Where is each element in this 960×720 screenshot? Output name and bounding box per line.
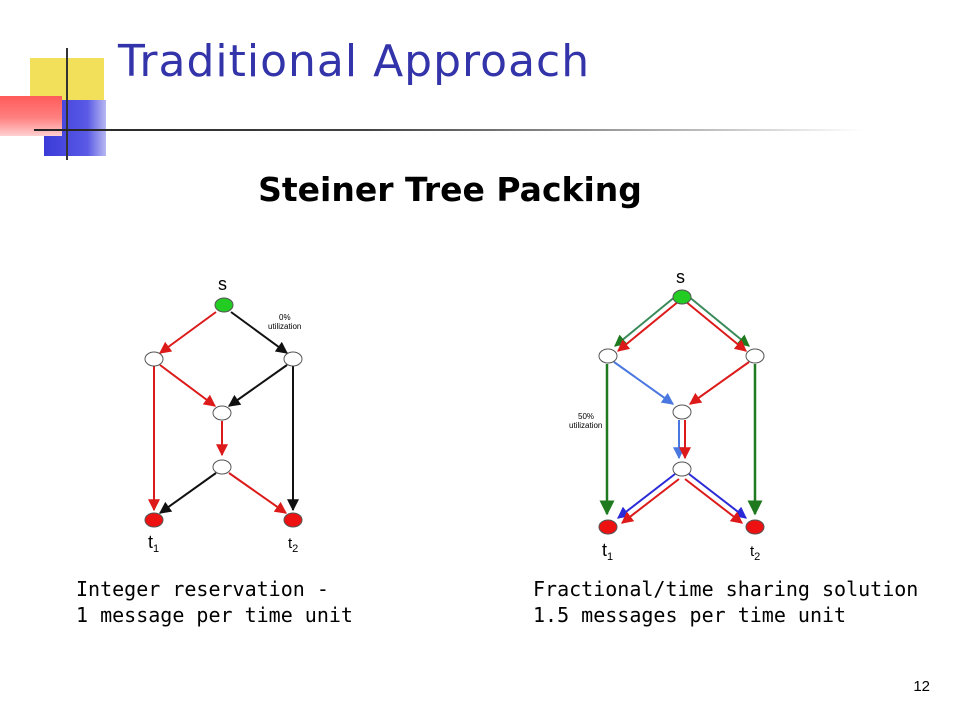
- utilization-label-value: 0%: [279, 313, 291, 322]
- right-caption-line1: Fractional/time sharing solution: [533, 577, 919, 601]
- relay-node: [672, 461, 692, 477]
- left-caption: Integer reservation - 1 message per time…: [76, 576, 353, 628]
- relay-node: [212, 405, 232, 421]
- edge-blue: [617, 473, 676, 519]
- slide-title: Traditional Approach: [118, 36, 591, 87]
- edge-red: [228, 472, 287, 514]
- source-node: [672, 289, 692, 305]
- utilization-label-value: 50%: [578, 412, 594, 421]
- right-caption: Fractional/time sharing solution 1.5 mes…: [533, 576, 918, 628]
- source-label: s: [676, 267, 685, 287]
- edge-red: [159, 364, 216, 407]
- terminal-node-t1: [598, 519, 618, 535]
- utilization-label-text: utilization: [268, 322, 301, 331]
- page-number: 12: [913, 678, 930, 695]
- edge-red: [684, 478, 743, 524]
- edge-red: [617, 300, 680, 352]
- terminal-node-t2: [283, 512, 303, 528]
- terminal-node-t2: [745, 519, 765, 535]
- terminal-label-t1: t1: [148, 532, 159, 555]
- left-diagram: s 0% utilization t1 t2: [144, 274, 303, 555]
- edge-red: [689, 361, 750, 405]
- source-label: s: [218, 274, 227, 294]
- terminal-label-t1: t1: [602, 540, 613, 563]
- relay-node: [283, 351, 303, 367]
- relay-node: [598, 348, 618, 364]
- left-caption-line2: 1 message per time unit: [76, 603, 353, 627]
- edge-red: [159, 311, 217, 354]
- edge-black: [230, 311, 288, 354]
- terminal-node-t1: [144, 512, 164, 528]
- decor-vertical-line: [66, 48, 68, 160]
- terminal-label-t2: t2: [288, 535, 298, 555]
- relay-node: [672, 404, 692, 420]
- edge-blue: [688, 473, 747, 519]
- edge-red: [621, 478, 680, 524]
- slide-subtitle: Steiner Tree Packing: [258, 170, 642, 209]
- edge-light-blue: [613, 361, 674, 405]
- utilization-label-text: utilization: [569, 421, 602, 430]
- relay-node: [144, 351, 164, 367]
- edge-green: [687, 295, 750, 347]
- title-underline: [34, 129, 864, 131]
- right-diagram: s 50% utilization t1 t2: [569, 267, 765, 563]
- edge-black: [159, 472, 217, 514]
- edge-green: [614, 295, 677, 347]
- source-node: [214, 297, 234, 313]
- relay-node: [212, 459, 232, 475]
- right-caption-line2: 1.5 messages per time unit: [533, 603, 847, 627]
- edge-black: [228, 364, 288, 407]
- relay-node: [745, 348, 765, 364]
- terminal-label-t2: t2: [750, 543, 760, 563]
- left-caption-line1: Integer reservation -: [76, 577, 329, 601]
- edge-red: [684, 300, 747, 352]
